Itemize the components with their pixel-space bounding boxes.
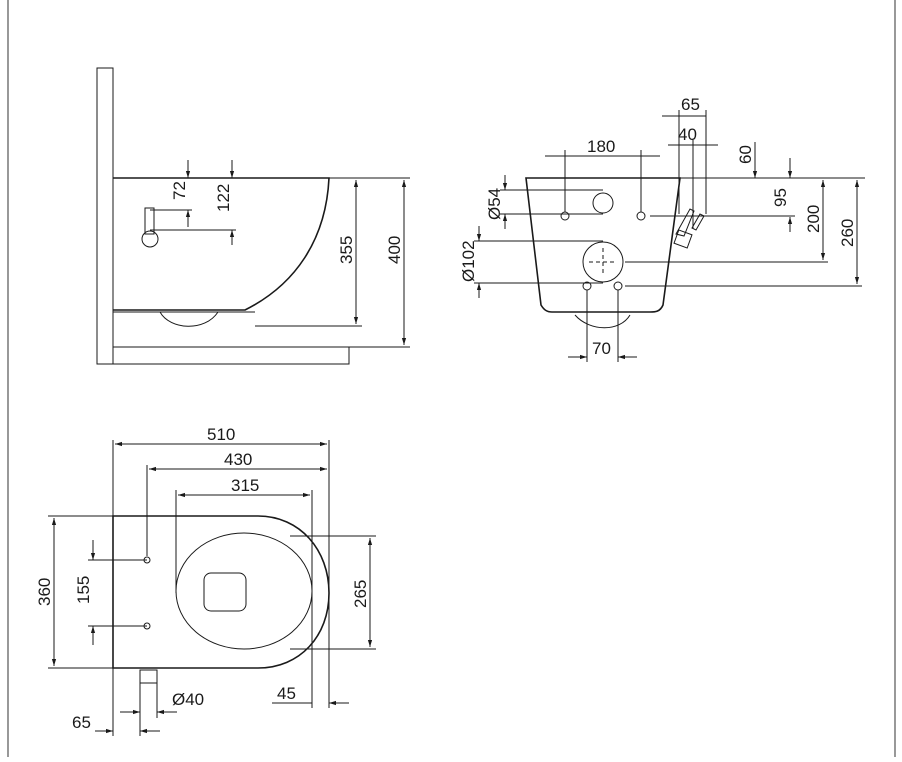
dim-95-label: 95: [771, 188, 790, 207]
bolt-hole-lower-right: [613, 281, 623, 291]
dim-70-label: 70: [592, 339, 611, 358]
front-bowl-foot: [574, 314, 631, 329]
top-view: 510 430 315 360 155 265 45: [35, 425, 376, 736]
dim-65b-label: 65: [72, 713, 91, 732]
dim-180-label: 180: [587, 137, 615, 156]
hole-54: [592, 192, 614, 214]
dim-260-label: 260: [838, 219, 857, 247]
bolt-hole-upper-right: [636, 211, 646, 221]
inlet-fitting: [141, 230, 159, 248]
bowl-outline: [113, 177, 330, 311]
dim-400-label: 400: [385, 236, 404, 264]
dim-65-label: 65: [681, 95, 700, 114]
dim-60-label: 60: [736, 145, 755, 164]
dim-40-label: 40: [678, 125, 697, 144]
dim-510-label: 510: [207, 425, 235, 444]
dim-72-label: 72: [170, 181, 189, 200]
side-fitting-block: [673, 229, 693, 249]
dim-155-label: 155: [74, 576, 93, 604]
dim-102-label: Ø102: [459, 240, 478, 282]
seat-hinge-cutout: [203, 572, 247, 612]
front-bowl-outline: [525, 177, 681, 313]
dim-o40-label: Ø40: [172, 690, 204, 709]
dim-430-label: 430: [224, 450, 252, 469]
dim-45-label: 45: [277, 684, 296, 703]
bolt-hole-upper-left: [560, 211, 570, 221]
bowl-foot: [159, 311, 219, 327]
top-outline: [112, 515, 330, 669]
dim-200-label: 200: [804, 205, 823, 233]
inlet-pipe: [144, 207, 155, 235]
dim-315-label: 315: [231, 476, 259, 495]
seat-ring: [175, 532, 313, 650]
outlet-pipe: [139, 669, 158, 684]
dim-355-label: 355: [337, 236, 356, 264]
floor-hatch: [112, 346, 350, 365]
hole-102: [582, 241, 624, 283]
wall-hatch: [96, 67, 114, 365]
front-view: 65 40 180 60 95 200 260 Ø54: [459, 95, 865, 362]
dim-54-label: Ø54: [485, 188, 504, 220]
dim-360-label: 360: [35, 578, 54, 606]
dim-122-label: 122: [214, 184, 233, 212]
side-fitting: [675, 208, 705, 237]
side-view: 72 122 355 400: [96, 67, 410, 365]
dim-265-label: 265: [351, 580, 370, 608]
